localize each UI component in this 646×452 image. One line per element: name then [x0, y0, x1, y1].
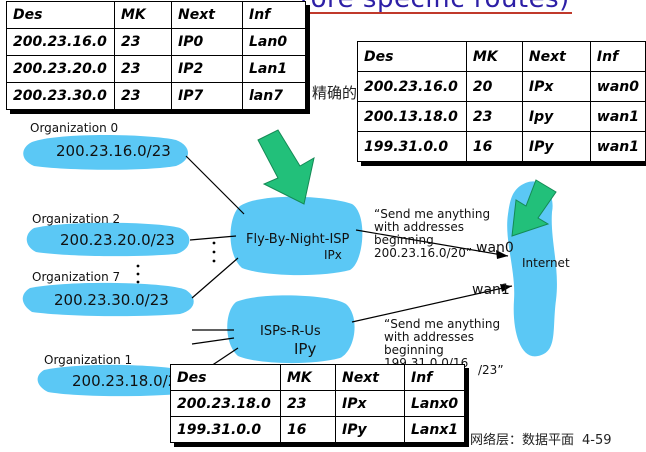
table-cell: 23 — [280, 390, 336, 417]
chinese-text-fragment: 精确的 — [312, 84, 358, 102]
routing-table-isps-r-us: Des MK Next Inf 200.23.18.0 23 IPx Lanx0… — [170, 364, 466, 443]
slide-footer: 网络层：数据平面 4-59 — [470, 429, 612, 448]
column-header: Inf — [589, 41, 646, 72]
table-cell: IPy — [521, 131, 591, 162]
org2-blob — [26, 222, 190, 257]
table-cell: Lanx1 — [403, 416, 466, 443]
isps-r-us-blob — [227, 295, 355, 364]
column-header: Des — [6, 1, 115, 29]
column-header: Des — [170, 364, 281, 391]
table-cell: wan1 — [589, 101, 646, 132]
table-row: 200.23.20.0 23 IP2 Lan1 — [6, 55, 306, 83]
table-cell: lan7 — [242, 82, 306, 110]
table-cell: wan1 — [589, 131, 646, 162]
column-header: MK — [280, 364, 336, 391]
org1-blob — [37, 364, 196, 397]
slide-title-fragment: (ore specific routes) — [300, 0, 570, 14]
org7-blob — [22, 282, 194, 317]
title-underline — [304, 12, 572, 14]
table-cell: 200.23.18.0 — [170, 390, 281, 417]
quote-isps-r-us: “Send me anything with addresses beginni… — [384, 317, 501, 370]
table-cell: Lan1 — [242, 55, 306, 83]
table-cell: wan0 — [589, 71, 646, 102]
table-cell: IPy — [335, 416, 405, 443]
table-row: 200.13.18.0 23 Ipy wan1 — [357, 101, 646, 132]
link-org7-flyisp — [191, 257, 239, 299]
page-number: 4-59 — [582, 433, 612, 448]
wan0-label: wan0 — [476, 240, 514, 256]
link-isps-internet — [351, 285, 513, 323]
org2-prefix: 200.23.20.0/23 — [60, 231, 175, 249]
table-row: 200.23.30.0 23 IP7 lan7 — [6, 82, 306, 110]
quote-fly-by-night: “Send me anything with addresses beginni… — [374, 207, 491, 260]
column-header: MK — [114, 1, 172, 29]
footer-section: 网络层：数据平面 — [470, 433, 575, 448]
org7-prefix: 200.23.30.0/23 — [54, 291, 169, 309]
wan1-label: wan1 — [472, 282, 510, 298]
table-cell: IP7 — [171, 82, 243, 110]
org7-label: Organization 7 — [32, 270, 121, 284]
table-cell: IP2 — [171, 55, 243, 83]
table-row: 200.23.16.0 23 IP0 Lan0 — [6, 28, 306, 56]
org0-blob — [23, 135, 188, 170]
table-cell: 200.23.16.0 — [357, 71, 467, 102]
table-cell: 23 — [465, 101, 523, 132]
link-isps-left-2 — [191, 337, 235, 345]
table-cell: 199.31.0.0 — [170, 416, 281, 443]
fly-by-night-name: Fly-By-Night-ISP — [246, 232, 350, 247]
column-header: Next — [521, 41, 591, 72]
green-arrow-right — [511, 179, 557, 237]
table-cell: 200.23.20.0 — [6, 55, 115, 83]
table-cell: Lanx0 — [403, 390, 466, 417]
table-cell: Ipy — [521, 101, 591, 132]
table-cell: IPx — [335, 390, 405, 417]
isps-r-us-iface: IPy — [294, 340, 317, 358]
table-cell: Lan0 — [242, 28, 306, 56]
table-cell: 16 — [280, 416, 336, 443]
org0-label: Organization 0 — [30, 121, 119, 135]
table-header-row: Des MK Next Inf — [357, 41, 646, 72]
table-cell: 20 — [465, 71, 523, 102]
table-header-row: Des MK Next Inf — [170, 364, 466, 391]
column-header: Inf — [403, 364, 466, 391]
link-flyisp-internet — [355, 229, 509, 257]
table-row: 199.31.0.0 16 IPy Lanx1 — [170, 416, 466, 443]
routing-table-org-router: Des MK Next Inf 200.23.16.0 23 IP0 Lan0 … — [6, 1, 306, 110]
link-org0-flyisp — [185, 155, 245, 215]
column-header: Next — [335, 364, 405, 391]
table-cell: 199.31.0.0 — [357, 131, 467, 162]
fly-by-night-blob — [230, 196, 363, 276]
org2-label: Organization 2 — [32, 212, 121, 226]
arrowhead-isps — [500, 284, 512, 292]
table-cell: 200.23.30.0 — [6, 82, 115, 110]
org1-prefix: 200.23.18.0/23 — [72, 372, 187, 390]
org0-prefix: 200.23.16.0/23 — [56, 142, 171, 160]
column-header: Des — [357, 41, 467, 72]
isps-r-us-name: ISPs-R-Us — [260, 324, 321, 339]
column-header: Inf — [242, 1, 306, 29]
table-row: 199.31.0.0 16 IPy wan1 — [357, 131, 646, 162]
table-row: 200.23.18.0 23 IPx Lanx0 — [170, 390, 466, 417]
green-arrow-left — [257, 129, 315, 205]
column-header: Next — [171, 1, 243, 29]
table-cell: 23 — [114, 82, 172, 110]
internet-label: Internet — [522, 256, 570, 270]
table-cell: 16 — [465, 131, 523, 162]
link-org2-flyisp — [189, 235, 237, 241]
routing-table-fly-by-night: Des MK Next Inf 200.23.16.0 20 IPx wan0 … — [357, 41, 646, 162]
arrowhead-flyisp — [496, 250, 508, 259]
fly-by-night-iface: IPx — [324, 248, 342, 262]
table-cell: 23 — [114, 55, 172, 83]
table-cell: 200.23.16.0 — [6, 28, 115, 56]
table-cell: IP0 — [171, 28, 243, 56]
table-cell: 23 — [114, 28, 172, 56]
table-cell: IPx — [521, 71, 591, 102]
table-cell: 200.13.18.0 — [357, 101, 467, 132]
column-header: MK — [465, 41, 523, 72]
table-row: 200.23.16.0 20 IPx wan0 — [357, 71, 646, 102]
quote-isps-r-us-tail: /23” — [478, 363, 504, 377]
table-header-row: Des MK Next Inf — [6, 1, 306, 29]
org1-label: Organization 1 — [44, 353, 133, 367]
